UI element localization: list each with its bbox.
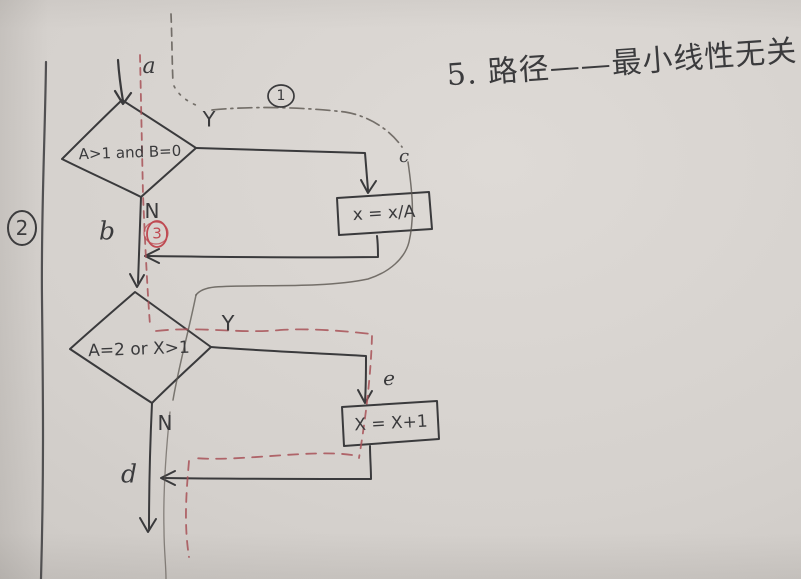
path-marker-3: 3: [152, 224, 162, 243]
path-marker-2: 2: [15, 216, 29, 240]
decision2-no-edge: [139, 402, 157, 533]
process2-box: [341, 400, 440, 447]
decision2-yes-edge: [210, 346, 373, 404]
decision2-condition: A=2 or X>1: [87, 337, 191, 362]
decision1-no-label: N: [144, 199, 160, 223]
pencil-dashdot-path: [163, 13, 414, 579]
edge-label-e: e: [383, 366, 395, 390]
process1-box: [336, 191, 433, 236]
decision1-condition: A>1 and B=0: [78, 141, 182, 164]
edge-label-a: a: [142, 54, 156, 79]
circle-marker-2: [7, 210, 37, 246]
process2-return-edge: [160, 445, 372, 486]
circle-marker-1: [267, 84, 295, 108]
decision1-no-edge: [129, 196, 145, 288]
process1-return-edge: [144, 235, 379, 264]
edge-label-b: b: [98, 216, 116, 246]
left-margin-line: [39, 60, 48, 579]
circle-marker-3: [143, 220, 169, 248]
decision1-yes-edge: [195, 147, 377, 194]
red-dashed-path: [139, 54, 373, 558]
start-arrow: [113, 58, 133, 106]
process1-statement: x = x/A: [352, 201, 416, 226]
path-marker-1: 1: [276, 88, 286, 104]
decision1-yes-label: Y: [202, 107, 216, 132]
process2-statement: X = X+1: [353, 411, 429, 436]
decision2-no-label: N: [157, 411, 173, 435]
edge-label-c: c: [398, 146, 410, 167]
decision2-yes-label: Y: [221, 311, 235, 336]
edge-label-d: d: [120, 459, 138, 489]
